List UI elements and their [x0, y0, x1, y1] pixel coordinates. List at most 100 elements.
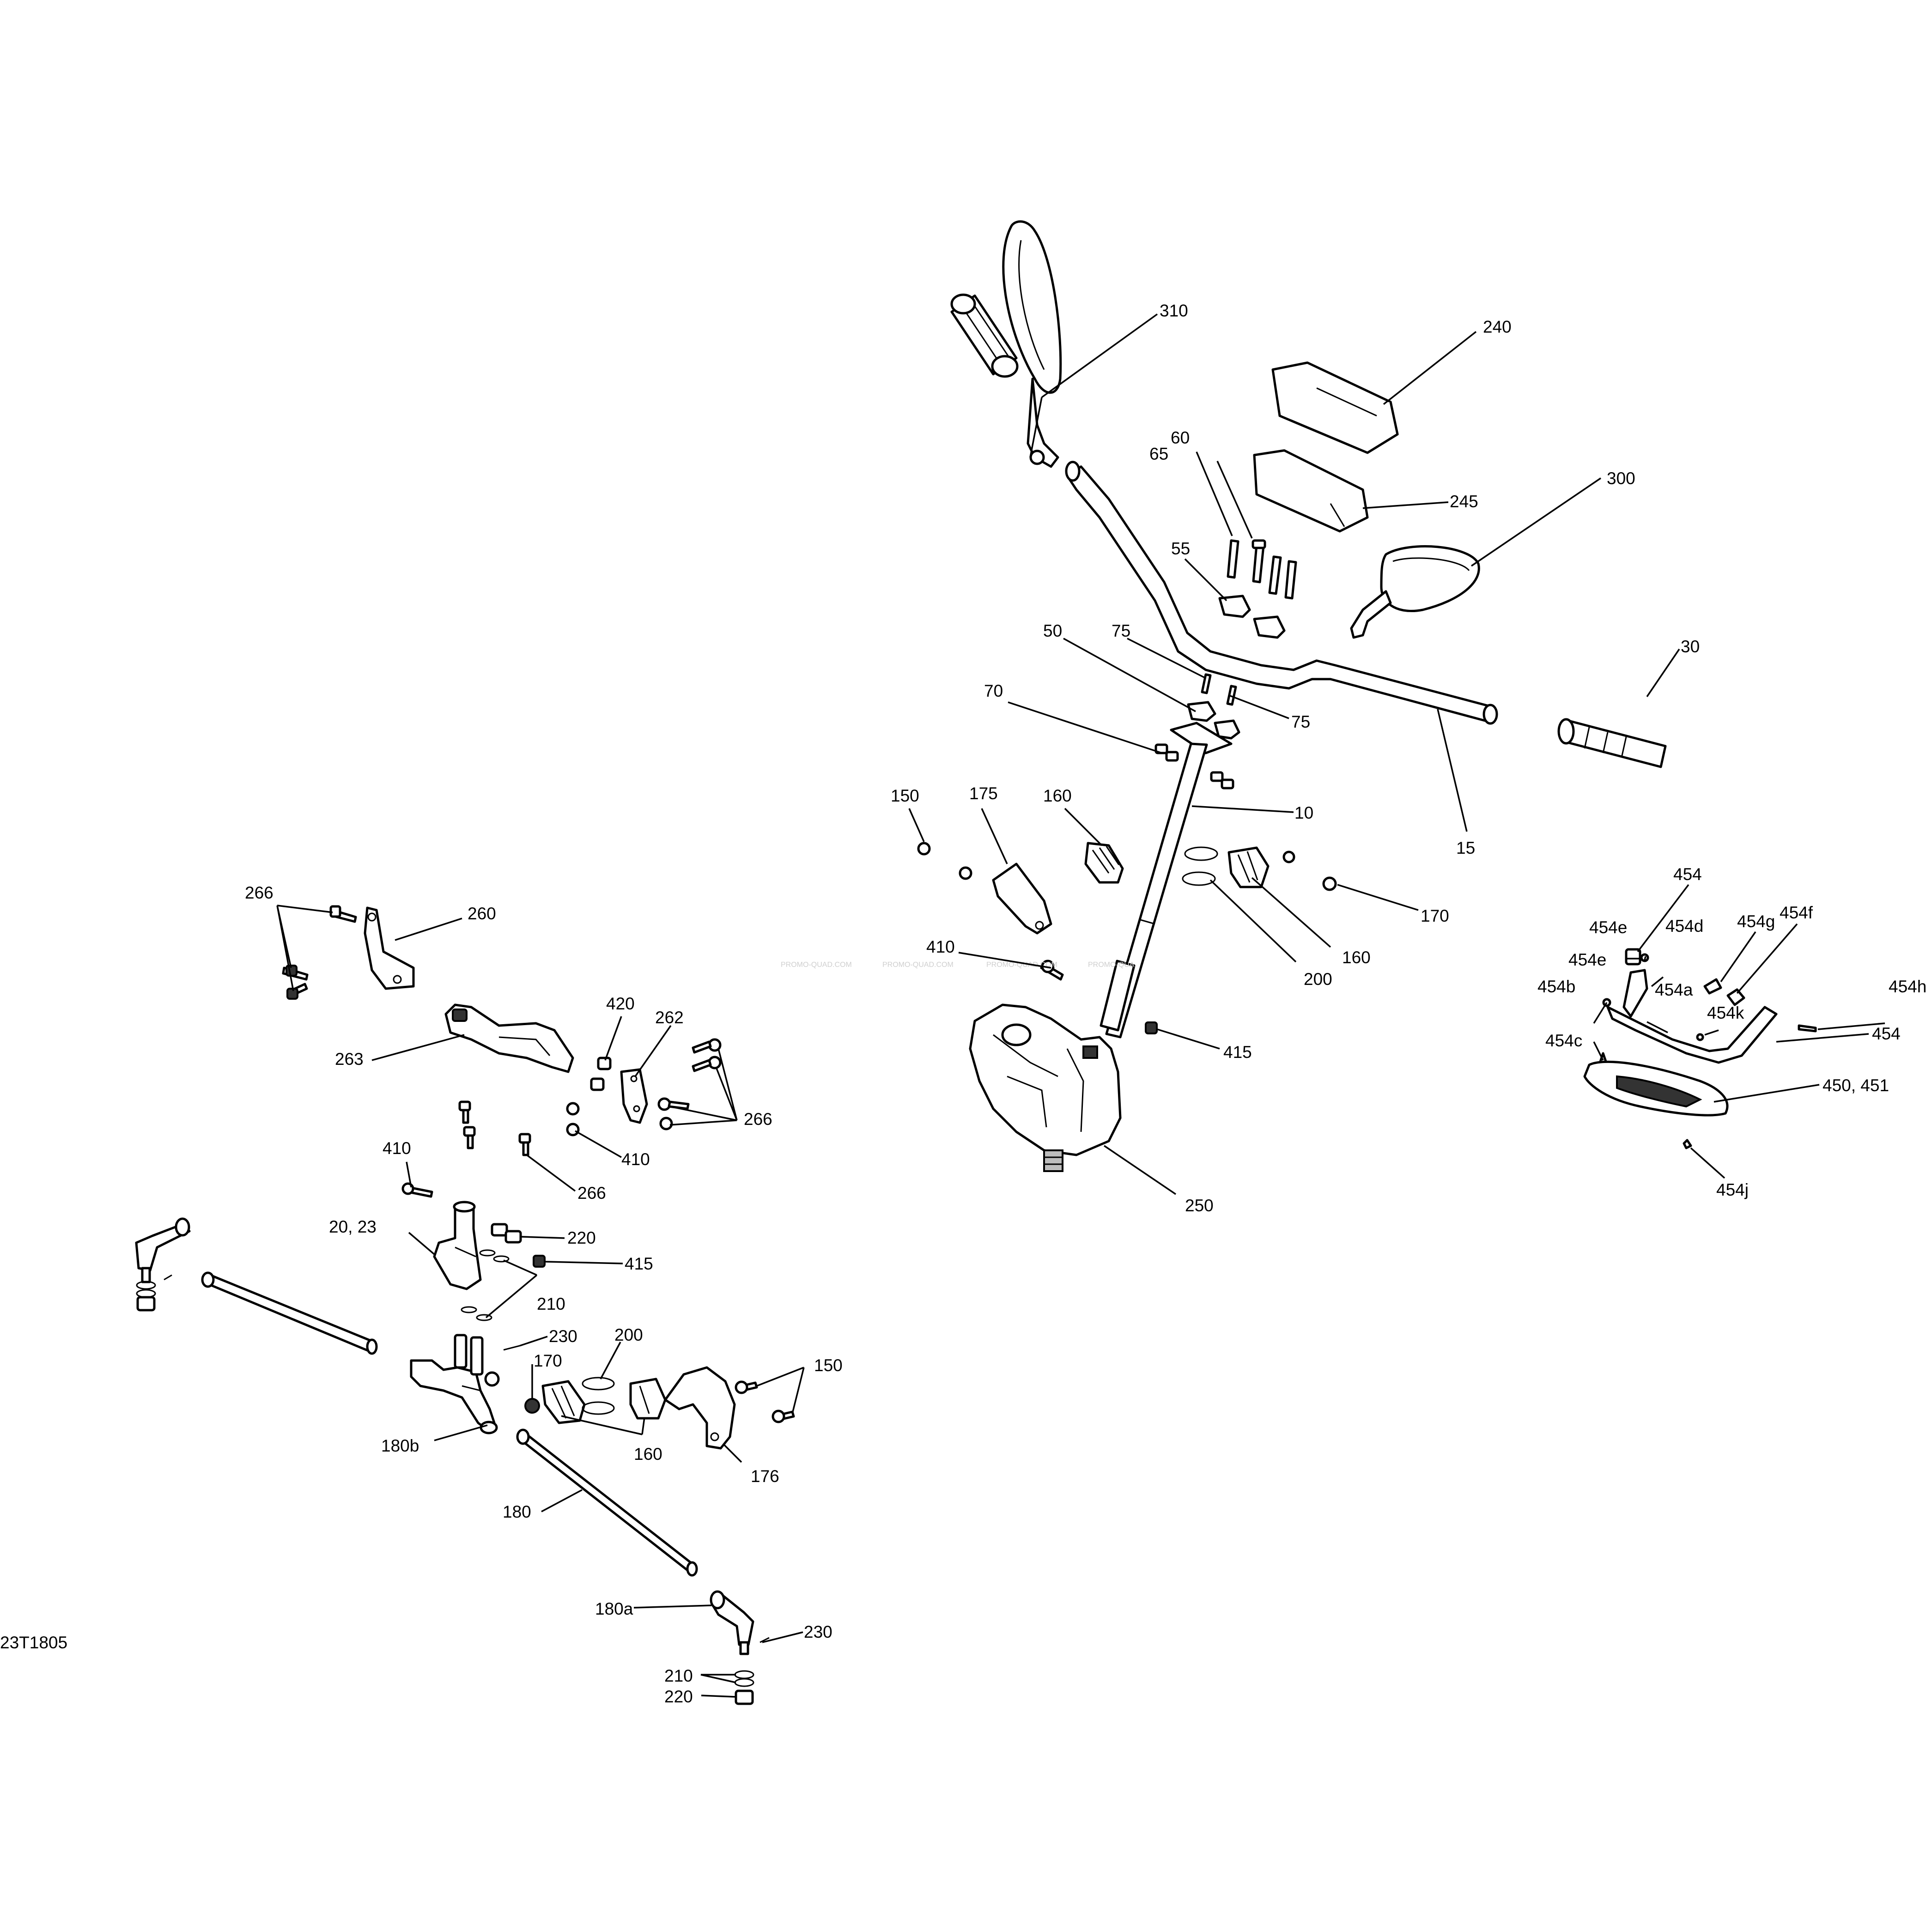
nut-220-a — [491, 1223, 508, 1237]
seal-200-lower-b — [582, 1401, 615, 1415]
callout-454j: 454j — [1716, 1180, 1749, 1199]
lower-clamps-50 — [1187, 673, 1240, 740]
washer-210-a — [734, 1670, 754, 1679]
callout-150-bottom: 150 — [814, 1356, 843, 1375]
handlebar-bolts — [1227, 539, 1297, 600]
callout-310: 310 — [1160, 301, 1188, 320]
callout-210-bottom: 210 — [664, 1666, 693, 1685]
nut-415-upper — [1145, 1021, 1158, 1034]
bolts-266-left — [282, 905, 357, 1000]
callout-454k: 454k — [1707, 1003, 1744, 1022]
steering-knuckle-180b — [410, 1334, 498, 1434]
callout-55: 55 — [1171, 539, 1190, 558]
nut-220-b — [504, 1230, 522, 1244]
right-mirror — [1350, 545, 1480, 639]
callout-200-top: 200 — [1304, 970, 1332, 989]
callout-75-bottom: 75 — [1291, 712, 1310, 731]
nuts-150-lower — [735, 1380, 795, 1423]
callout-15: 15 — [1456, 838, 1475, 857]
callout-65: 65 — [1149, 444, 1168, 463]
bracket-263 — [444, 1003, 574, 1073]
callout-230-bottom: 230 — [804, 1622, 832, 1641]
handlebar-pad-245 — [1253, 449, 1369, 533]
steering-gearbox — [969, 1003, 1122, 1172]
callout-180b: 180b — [381, 1436, 419, 1455]
callout-60: 60 — [1171, 428, 1190, 447]
callout-420: 420 — [606, 994, 635, 1013]
tie-rod-upper — [201, 1271, 378, 1355]
nut-170-upper-b — [1322, 876, 1337, 891]
tie-rod-end-180a — [710, 1590, 770, 1705]
watermark-4: PROMO-QUA — [1088, 961, 1135, 969]
callout-180: 180 — [503, 1502, 531, 1521]
callout-262: 262 — [655, 1008, 684, 1027]
callout-450-451: 450, 451 — [1823, 1076, 1889, 1095]
callout-300: 300 — [1607, 469, 1635, 488]
tie-rod-end-left — [135, 1217, 191, 1312]
callout-20-23: 20, 23 — [329, 1217, 377, 1236]
callout-410-left: 410 — [383, 1139, 411, 1158]
bearing-160-right — [1227, 846, 1270, 888]
callout-75-top: 75 — [1112, 621, 1130, 640]
seal-200-upper-b — [1182, 871, 1216, 886]
callout-454g: 454g — [1737, 912, 1775, 931]
bracket-260 — [364, 906, 415, 990]
callout-10: 10 — [1294, 803, 1313, 822]
callout-454c: 454c — [1545, 1031, 1582, 1050]
callout-410-middle: 410 — [621, 1150, 650, 1169]
callout-170-top: 170 — [1421, 906, 1449, 925]
bracket-176 — [664, 1366, 736, 1450]
right-grip — [1557, 718, 1667, 768]
watermark-2: PROMO-QUAD.COM — [882, 961, 954, 969]
watermark-1: PROMO-QUAD.COM — [781, 961, 852, 969]
callout-250: 250 — [1185, 1196, 1214, 1215]
seal-200-lower-a — [582, 1377, 615, 1391]
callout-454-bottom: 454 — [1872, 1024, 1901, 1043]
washers-210-upper — [461, 1249, 510, 1321]
left-grip — [950, 293, 1019, 378]
callout-50: 50 — [1043, 621, 1062, 640]
bracket-175 — [992, 863, 1052, 935]
callout-454e-top: 454e — [1589, 918, 1627, 937]
callout-176: 176 — [751, 1467, 779, 1486]
bearing-160-upper — [1084, 842, 1124, 884]
nut-410-b — [566, 1123, 580, 1136]
nut-420-a — [597, 1057, 612, 1070]
handlebar-pad-240 — [1271, 361, 1399, 454]
callout-labels: 310 240 60 65 245 300 55 50 75 30 70 75 … — [245, 301, 1926, 1706]
bracket-262 — [620, 1068, 648, 1124]
nut-170-upper-a — [1282, 851, 1295, 863]
callout-160-top-left: 160 — [1043, 786, 1072, 805]
bolts-266-middle — [458, 1100, 531, 1156]
cotter-pin-230-upper — [503, 1345, 520, 1351]
steering-column — [1100, 722, 1233, 1039]
callout-266-right: 266 — [744, 1110, 772, 1129]
upper-clamps-55 — [1218, 595, 1286, 639]
nut-170-lower-a — [484, 1371, 500, 1387]
callout-266-top-left: 266 — [245, 883, 273, 902]
callout-220-top: 220 — [567, 1228, 596, 1247]
callout-454a: 454a — [1655, 980, 1693, 999]
callout-70: 70 — [984, 681, 1003, 700]
callout-245: 245 — [1450, 492, 1478, 511]
callout-30: 30 — [1681, 637, 1700, 656]
handguard-450 — [1583, 1060, 1729, 1117]
callout-454h: 454h — [1889, 977, 1926, 996]
nut-170-lower-b — [524, 1398, 540, 1414]
callout-170-bottom: 170 — [534, 1351, 562, 1370]
callout-454e-bottom: 454e — [1568, 950, 1606, 969]
nut-150-upper-b — [959, 866, 972, 880]
left-mirror — [1002, 220, 1062, 468]
callout-263: 263 — [335, 1050, 364, 1069]
callout-220-bottom: 220 — [664, 1687, 693, 1706]
callout-150-top: 150 — [891, 786, 919, 805]
washer-210-b — [734, 1678, 754, 1687]
callout-230-top: 230 — [549, 1327, 577, 1346]
callout-240: 240 — [1483, 317, 1512, 336]
leader-lines — [276, 313, 1885, 1698]
callout-454f: 454f — [1780, 903, 1813, 922]
callout-415-bottom: 415 — [625, 1254, 653, 1273]
handguard-assembly — [1597, 948, 1817, 1149]
callout-454b: 454b — [1537, 977, 1575, 996]
